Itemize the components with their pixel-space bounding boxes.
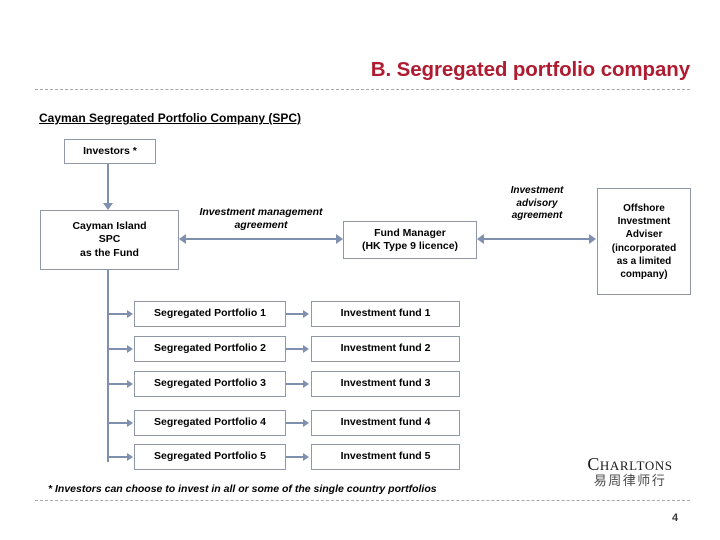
fund-3-label: Investment fund 3 bbox=[340, 377, 431, 390]
label-imgmt-line-1: Investment management bbox=[199, 206, 323, 218]
arrowhead-fundmanager-offshore-left bbox=[477, 234, 484, 244]
arrowhead-portfolio-fund-3 bbox=[303, 380, 309, 388]
portfolio-3-label: Segregated Portfolio 3 bbox=[153, 377, 267, 390]
footer-divider bbox=[35, 500, 690, 501]
arrowhead-portfolio-fund-2 bbox=[303, 345, 309, 353]
box-offshore-line-1: Offshore bbox=[623, 202, 665, 214]
label-investment-advisory-agreement: Investment advisory agreement bbox=[487, 185, 587, 223]
box-segregated-portfolio-4[interactable]: Segregated Portfolio 4 bbox=[134, 410, 286, 436]
box-offshore-line-3: Adviser bbox=[625, 229, 663, 241]
box-investment-fund-1[interactable]: Investment fund 1 bbox=[311, 301, 460, 327]
box-investment-fund-3[interactable]: Investment fund 3 bbox=[311, 371, 460, 397]
logo-chinese-name: 易周律师行 bbox=[593, 472, 667, 488]
arrowhead-portfolio-fund-4 bbox=[303, 419, 309, 427]
label-imgmt-line-2: agreement bbox=[234, 219, 288, 232]
box-investment-fund-5[interactable]: Investment fund 5 bbox=[311, 444, 460, 470]
connector-spc-fundmanager bbox=[186, 238, 337, 240]
box-segregated-portfolio-1[interactable]: Segregated Portfolio 1 bbox=[134, 301, 286, 327]
connector-branch-2 bbox=[107, 348, 128, 350]
label-advis-line-3: agreement bbox=[511, 210, 563, 221]
arrowhead-spc-fundmanager-left bbox=[179, 234, 186, 244]
arrowhead-branch-1 bbox=[127, 310, 133, 318]
box-investment-fund-4[interactable]: Investment fund 4 bbox=[311, 410, 460, 436]
connector-branch-1 bbox=[107, 313, 128, 315]
connector-portfolio-fund-1 bbox=[286, 313, 304, 315]
label-advis-line-1: Investment bbox=[510, 185, 564, 196]
arrowhead-spc-fundmanager-right bbox=[336, 234, 343, 244]
fund-4-label: Investment fund 4 bbox=[340, 416, 431, 429]
fund-5-label: Investment fund 5 bbox=[340, 450, 431, 463]
box-fund-manager-line-1: Fund Manager bbox=[374, 226, 446, 239]
connector-portfolio-fund-5 bbox=[286, 456, 304, 458]
arrowhead-portfolio-fund-1 bbox=[303, 310, 309, 318]
box-spc-line-2: SPC bbox=[98, 233, 121, 246]
connector-branch-4 bbox=[107, 422, 128, 424]
box-offshore-line-5: as a limited bbox=[616, 255, 672, 267]
connector-fundmanager-offshore bbox=[484, 238, 590, 240]
arrowhead-branch-3 bbox=[127, 380, 133, 388]
box-spc-line-1: Cayman Island bbox=[72, 219, 147, 232]
connector-portfolio-fund-2 bbox=[286, 348, 304, 350]
arrowhead-portfolio-fund-5 bbox=[303, 453, 309, 461]
arrowhead-investors-to-spc bbox=[103, 203, 113, 210]
page-title: B. Segregated portfolio company bbox=[370, 58, 690, 81]
arrowhead-fundmanager-offshore-right bbox=[589, 234, 596, 244]
box-fund-manager[interactable]: Fund Manager (HK Type 9 licence) bbox=[343, 221, 477, 259]
arrowhead-branch-4 bbox=[127, 419, 133, 427]
fund-1-label: Investment fund 1 bbox=[340, 307, 431, 320]
label-investment-management-agreement: Investment management agreement bbox=[181, 206, 341, 232]
connector-portfolio-fund-4 bbox=[286, 422, 304, 424]
box-offshore-line-4: (incorporated bbox=[611, 242, 677, 254]
label-advis-line-2: advisory bbox=[516, 197, 558, 209]
portfolio-1-label: Segregated Portfolio 1 bbox=[153, 307, 267, 320]
arrowhead-branch-2 bbox=[127, 345, 133, 353]
portfolio-2-label: Segregated Portfolio 2 bbox=[153, 342, 267, 355]
page-number: 4 bbox=[671, 512, 679, 524]
box-fund-manager-line-2: (HK Type 9 licence) bbox=[361, 240, 459, 252]
logo-wordmark: Charltons bbox=[587, 454, 673, 474]
box-investment-fund-2[interactable]: Investment fund 2 bbox=[311, 336, 460, 362]
portfolio-4-label: Segregated Portfolio 4 bbox=[153, 416, 267, 429]
box-segregated-portfolio-2[interactable]: Segregated Portfolio 2 bbox=[134, 336, 286, 362]
box-spc-line-3: as the Fund bbox=[80, 246, 139, 259]
arrowhead-branch-5 bbox=[127, 453, 133, 461]
connector-spc-trunk bbox=[107, 270, 109, 462]
connector-investors-to-spc bbox=[107, 164, 109, 204]
box-offshore-line-2: Investment bbox=[617, 215, 671, 227]
portfolio-5-label: Segregated Portfolio 5 bbox=[153, 450, 267, 463]
section-heading: Cayman Segregated Portfolio Company (SPC… bbox=[39, 111, 302, 125]
box-offshore-investment-adviser[interactable]: Offshore Investment Adviser (incorporate… bbox=[597, 188, 691, 295]
connector-portfolio-fund-3 bbox=[286, 383, 304, 385]
box-segregated-portfolio-3[interactable]: Segregated Portfolio 3 bbox=[134, 371, 286, 397]
box-segregated-portfolio-5[interactable]: Segregated Portfolio 5 bbox=[134, 444, 286, 470]
box-offshore-line-6: company) bbox=[620, 269, 668, 281]
box-investors-line-1: Investors * bbox=[83, 144, 137, 157]
box-cayman-island-spc[interactable]: Cayman Island SPC as the Fund bbox=[40, 210, 179, 270]
title-divider-top bbox=[35, 89, 690, 90]
connector-branch-3 bbox=[107, 383, 128, 385]
connector-branch-5 bbox=[107, 456, 128, 458]
footnote: * Investors can choose to invest in all … bbox=[48, 483, 437, 495]
box-investors[interactable]: Investors * bbox=[64, 139, 156, 164]
charltons-logo: Charltons 易周律师行 bbox=[565, 455, 695, 489]
fund-2-label: Investment fund 2 bbox=[340, 342, 431, 355]
